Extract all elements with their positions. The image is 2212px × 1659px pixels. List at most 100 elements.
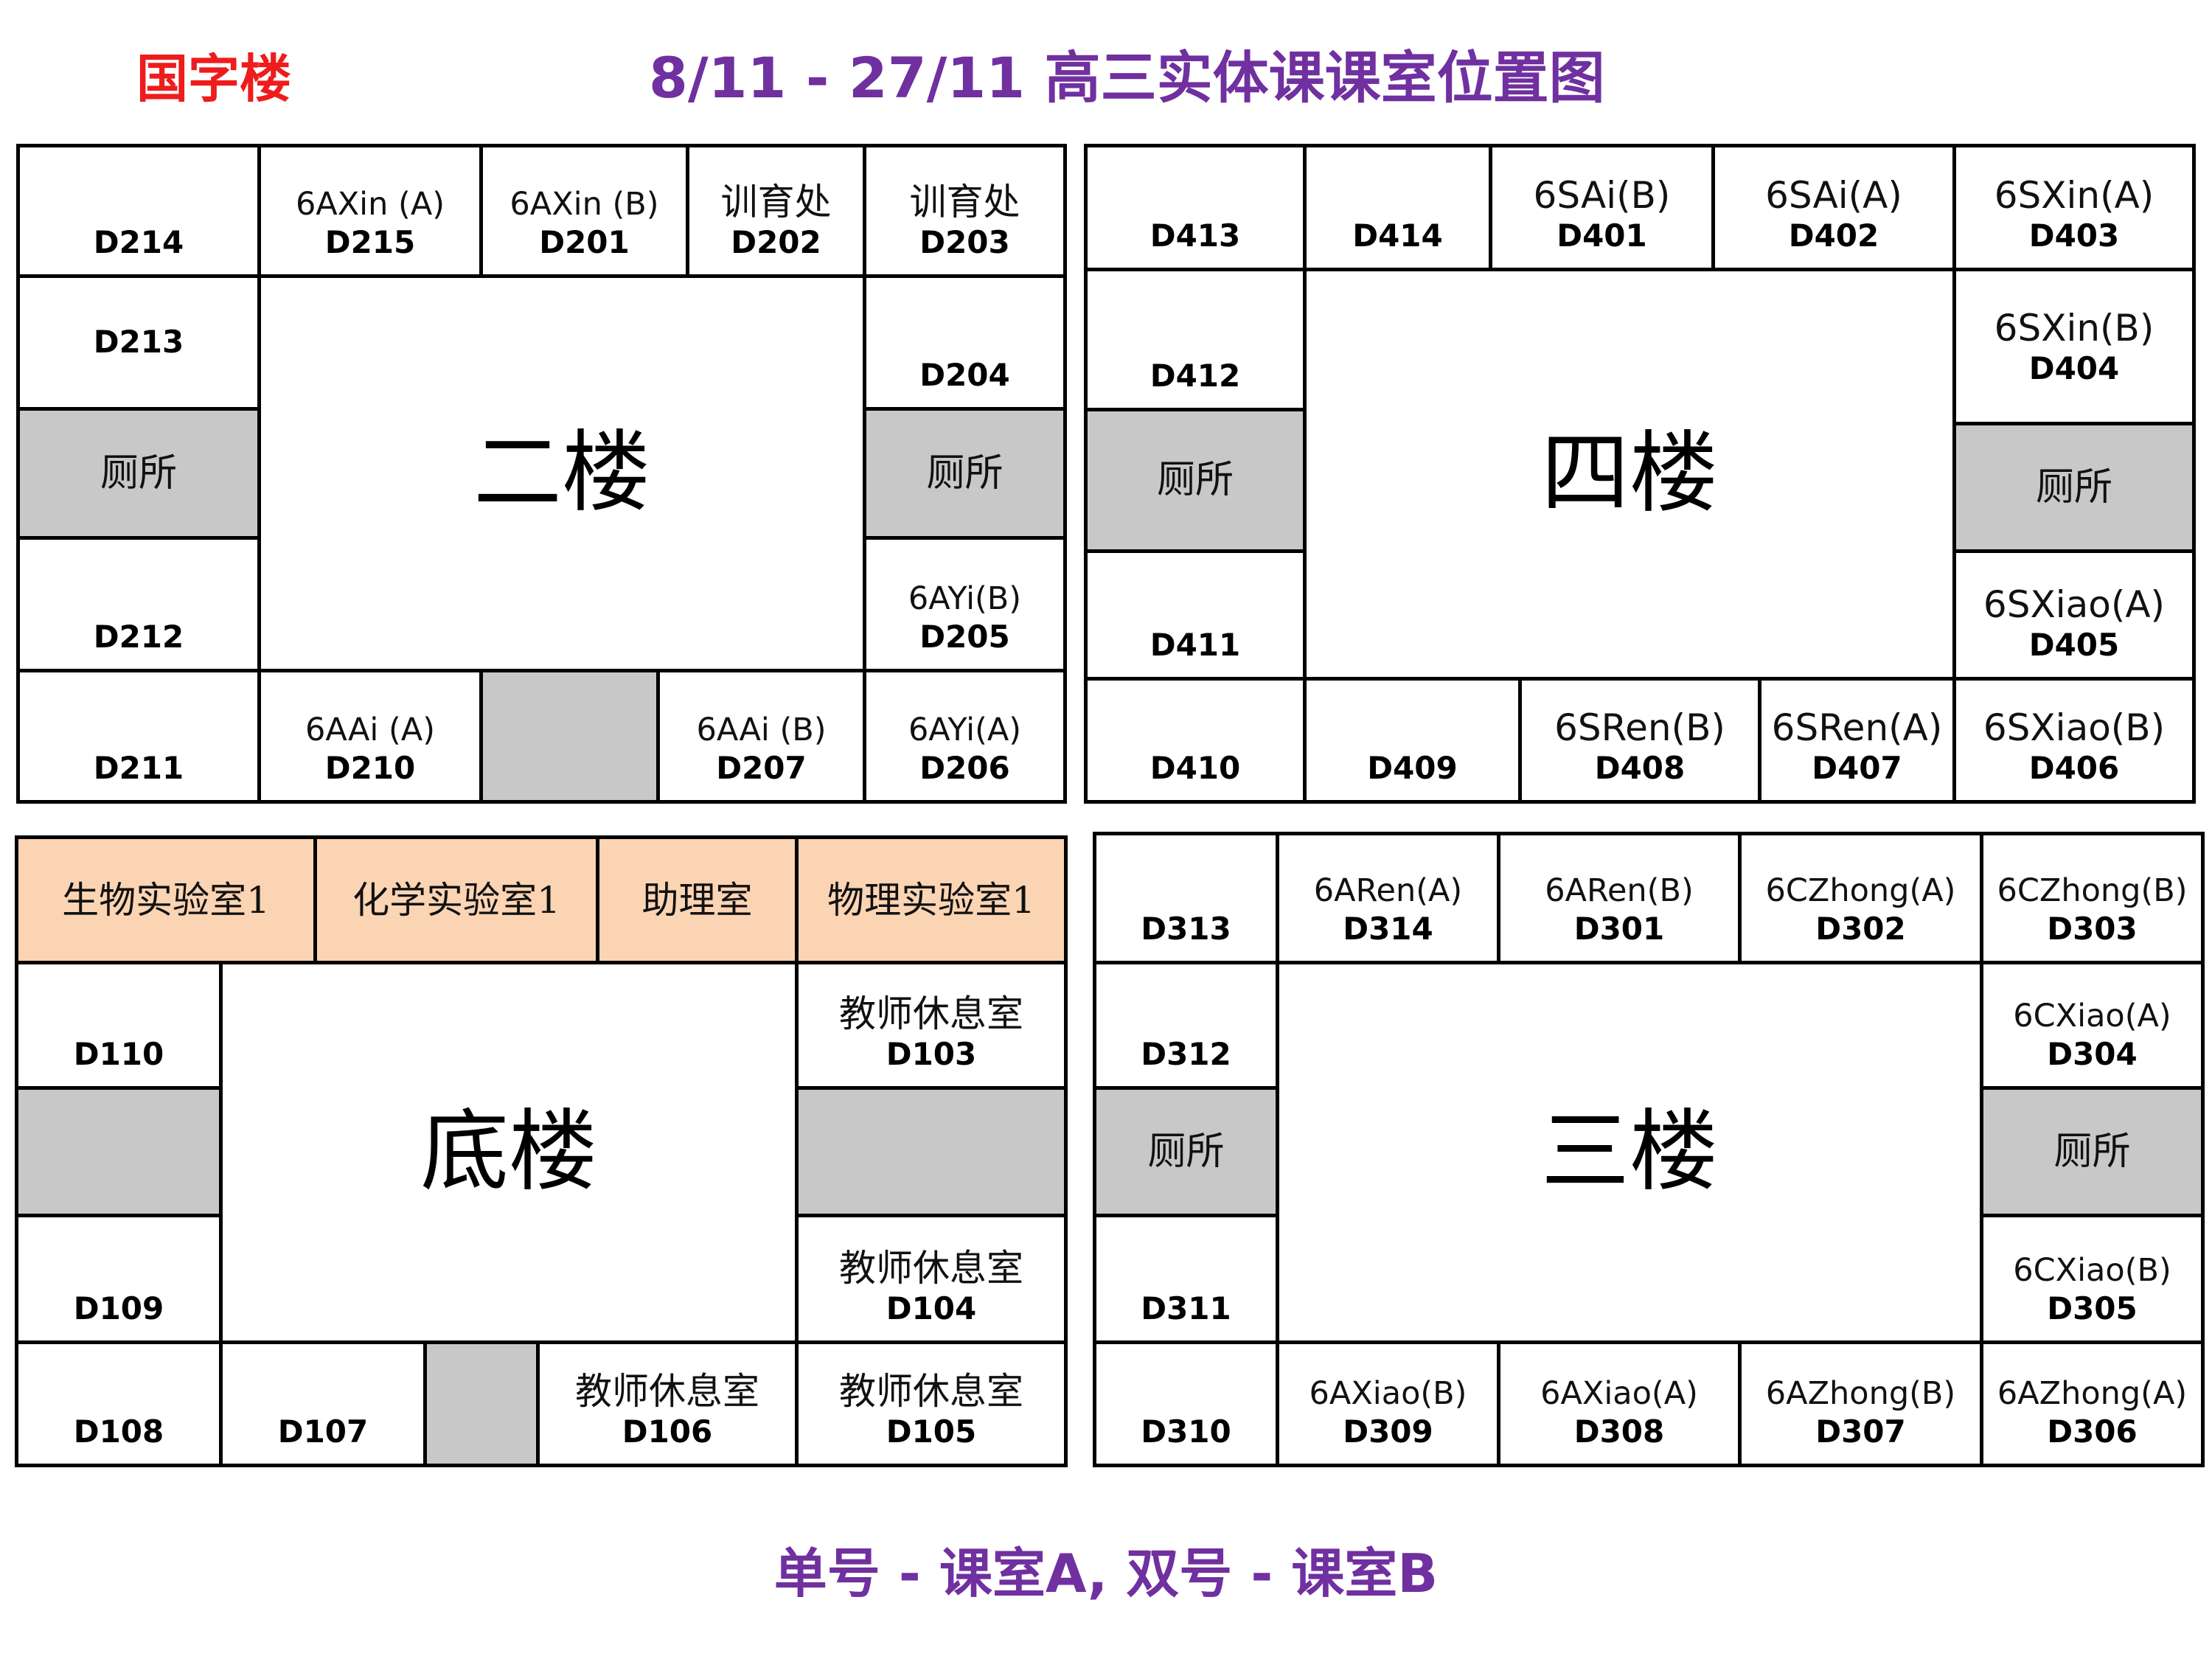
hall-label: 四楼 <box>1541 422 1718 525</box>
room-code: D105 <box>886 1413 977 1450</box>
room-d302: 6CZhong(A) D302 <box>1738 832 1983 964</box>
empty-room <box>423 1340 540 1467</box>
lab-label: 物理实验室1 <box>827 878 1035 922</box>
toilet-right: 厕所 <box>863 407 1067 540</box>
room-d206: 6AYi(A) D206 <box>863 669 1067 804</box>
class-label: 6AYi(A) <box>908 712 1022 749</box>
hall-label: 底楼 <box>420 1101 597 1203</box>
room-code: D312 <box>1141 1035 1231 1072</box>
room-d309: 6AXiao(B) D309 <box>1276 1340 1500 1467</box>
room-code: D309 <box>1343 1413 1433 1450</box>
room-code: D202 <box>731 223 821 260</box>
room-d104: 教师休息室 D104 <box>795 1214 1068 1344</box>
room-code: D104 <box>886 1290 977 1326</box>
class-label: 6SAi(A) <box>1765 173 1902 217</box>
room-code: D106 <box>622 1413 713 1450</box>
empty-room <box>15 1086 223 1217</box>
room-code: D308 <box>1573 1413 1665 1450</box>
lab-label: 化学实验室1 <box>352 878 560 922</box>
lab-label: 生物实验室1 <box>62 878 270 922</box>
class-label: 教师休息室 <box>839 1246 1023 1290</box>
room-code: D408 <box>1594 749 1686 786</box>
room-d414: D414 <box>1303 144 1492 271</box>
room-d404: 6SXin(B) D404 <box>1952 268 2196 425</box>
room-d402: 6SAi(A) D402 <box>1711 144 1956 271</box>
toilet-left: 厕所 <box>1093 1086 1279 1217</box>
assistant-room: 助理室 <box>596 835 799 964</box>
footer-note: 单号 - 课室A, 双号 - 课室B <box>773 1543 1439 1604</box>
class-label: 6SXiao(B) <box>1983 706 2166 749</box>
room-code: D306 <box>2047 1413 2138 1450</box>
room-code: D314 <box>1343 910 1433 947</box>
room-d106: 教师休息室 D106 <box>536 1340 799 1467</box>
room-d311: D311 <box>1093 1214 1279 1344</box>
toilet-right: 厕所 <box>1952 422 2196 553</box>
hall-label: 二楼 <box>473 422 650 524</box>
room-d211: D211 <box>16 669 261 804</box>
room-code: D311 <box>1141 1290 1231 1326</box>
room-d307: 6AZhong(B) D307 <box>1738 1340 1983 1467</box>
lab-physics: 物理实验室1 <box>795 835 1068 964</box>
empty-room <box>795 1086 1068 1217</box>
class-label: 6SAi(B) <box>1533 173 1671 217</box>
room-code: D206 <box>919 749 1010 786</box>
room-d409: D409 <box>1303 677 1522 804</box>
room-d202: 训育处 D202 <box>686 144 866 278</box>
room-d201: 6AXin (B) D201 <box>479 144 689 278</box>
room-code: D409 <box>1367 749 1458 786</box>
room-d306: 6AZhong(A) D306 <box>1980 1340 2205 1467</box>
room-d314: 6ARen(A) D314 <box>1276 832 1500 964</box>
class-label: 教师休息室 <box>839 992 1023 1035</box>
room-d105: 教师休息室 D105 <box>795 1340 1068 1467</box>
room-d215: 6AXin (A) D215 <box>257 144 483 278</box>
room-d204: D204 <box>863 274 1067 411</box>
room-d303: 6CZhong(B) D303 <box>1980 832 2205 964</box>
class-label: 6SXiao(A) <box>1983 582 2166 626</box>
room-d406: 6SXiao(B) D406 <box>1952 677 2196 804</box>
room-d210: 6AAi (A) D210 <box>257 669 483 804</box>
room-code: D302 <box>1815 910 1906 947</box>
room-d312: D312 <box>1093 961 1279 1090</box>
class-label: 6ARen(B) <box>1545 872 1694 910</box>
room-code: D205 <box>919 618 1010 655</box>
class-label: 6AXiao(A) <box>1540 1375 1698 1413</box>
room-d304: 6CXiao(A) D304 <box>1980 961 2205 1090</box>
lab-label: 助理室 <box>641 878 753 922</box>
room-code: D411 <box>1150 626 1241 663</box>
class-label: 6SRen(B) <box>1554 706 1725 749</box>
class-label: 训育处 <box>720 180 832 223</box>
room-code: D203 <box>919 223 1010 260</box>
toilet-label: 厕所 <box>1147 1129 1225 1174</box>
room-code: D407 <box>1812 749 1902 786</box>
class-label: 6ARen(A) <box>1313 872 1463 910</box>
class-label: 教师休息室 <box>839 1369 1023 1413</box>
room-code: D210 <box>324 749 416 786</box>
room-d305: 6CXiao(B) D305 <box>1980 1214 2205 1344</box>
room-d207: 6AAi (B) D207 <box>656 669 866 804</box>
room-code: D304 <box>2047 1035 2138 1072</box>
toilet-label: 厕所 <box>2053 1129 2131 1174</box>
floor-4-hall: 四楼 <box>1303 268 1956 681</box>
toilet-label: 厕所 <box>926 451 1004 495</box>
class-label: 6AZhong(A) <box>1997 1375 2188 1413</box>
room-d212: D212 <box>16 536 261 672</box>
room-code: D301 <box>1573 910 1665 947</box>
class-label: 6AAi (B) <box>696 712 827 749</box>
room-code: D404 <box>2028 349 2120 386</box>
lab-biology: 生物实验室1 <box>15 835 317 964</box>
room-code: D213 <box>93 324 184 361</box>
room-d411: D411 <box>1084 549 1307 681</box>
class-label: 6AZhong(B) <box>1765 1375 1956 1413</box>
room-code: D305 <box>2047 1290 2138 1326</box>
room-code: D401 <box>1557 217 1647 254</box>
class-label: 6AYi(B) <box>908 580 1022 618</box>
class-label: 6AXin (B) <box>509 186 659 223</box>
room-code: D303 <box>2047 910 2138 947</box>
room-code: D211 <box>93 749 184 786</box>
room-code: D204 <box>919 356 1010 393</box>
toilet-left: 厕所 <box>1084 408 1307 553</box>
room-code: D207 <box>716 749 807 786</box>
floor-1-hall: 底楼 <box>219 961 799 1344</box>
room-code: D201 <box>539 223 630 260</box>
class-label: 6AXin (A) <box>295 186 445 223</box>
